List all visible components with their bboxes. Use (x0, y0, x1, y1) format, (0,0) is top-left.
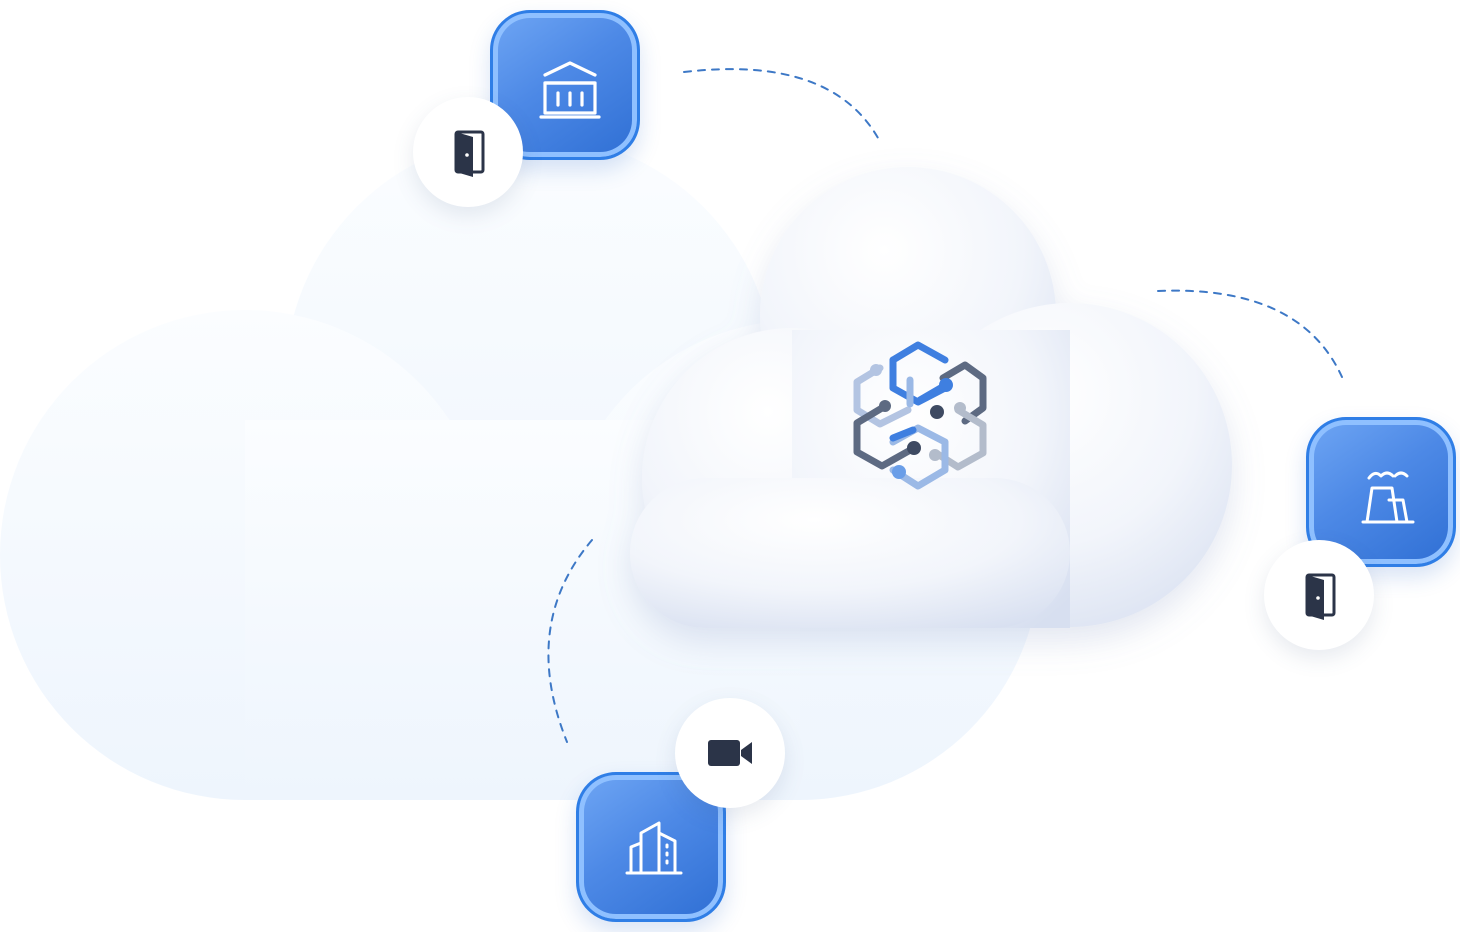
bank-building-icon (539, 61, 601, 119)
hexagon-network-icon (853, 341, 987, 490)
office-badge[interactable] (675, 698, 785, 808)
government-badge[interactable] (413, 97, 523, 207)
video-camera-icon (708, 740, 752, 766)
office-building-icon (625, 821, 683, 875)
connector-lines (547, 68, 1343, 743)
connector-right (1157, 289, 1343, 378)
connector-top (683, 68, 879, 139)
door-icon (454, 130, 485, 177)
connector-bottom (547, 539, 593, 743)
industry-badge[interactable] (1264, 540, 1374, 650)
door-icon (1305, 573, 1336, 620)
factory-icon (1361, 471, 1415, 524)
